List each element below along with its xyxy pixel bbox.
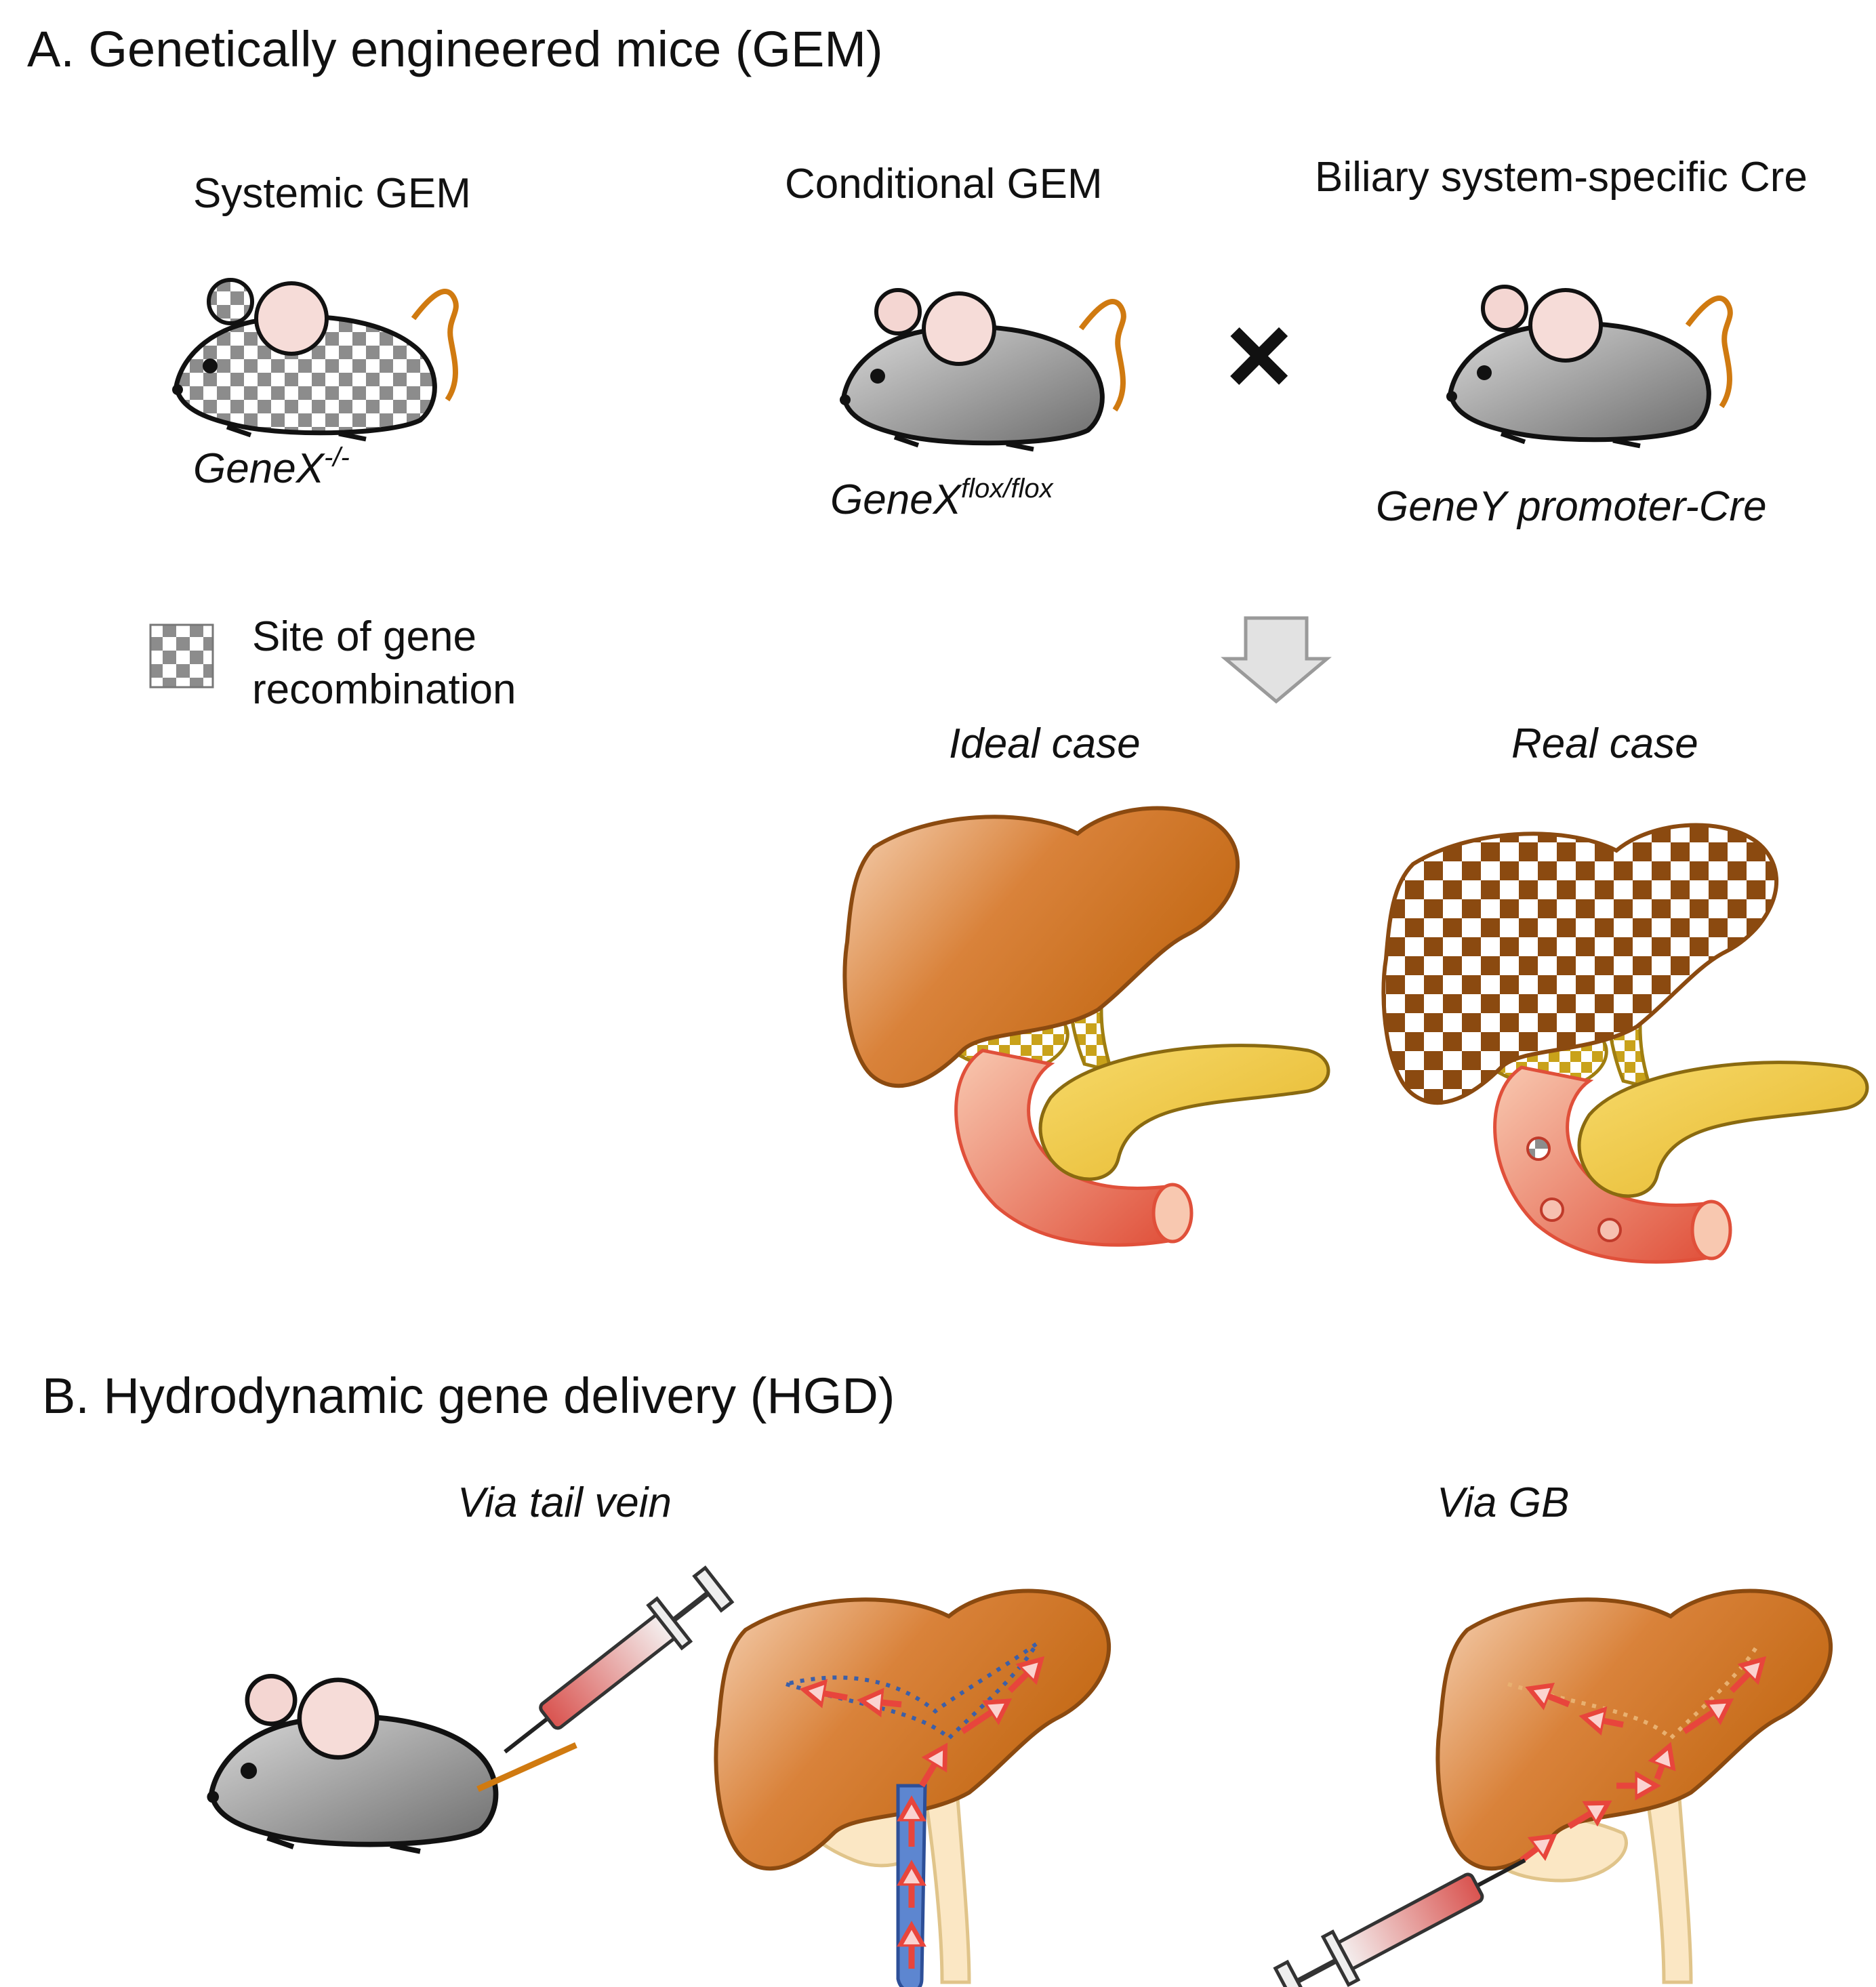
down-arrow-icon bbox=[1221, 616, 1332, 704]
conditional-genotype-sup: flox/flox bbox=[961, 474, 1055, 504]
real-duodenum-spot-3 bbox=[1597, 1218, 1622, 1242]
biliary-cre-label: Biliary system-specific Cre bbox=[1315, 154, 1808, 201]
real-duodenum-end bbox=[1690, 1200, 1732, 1261]
legend-line-2: recombination bbox=[252, 666, 516, 713]
real-case-organs bbox=[1383, 825, 1869, 1264]
gb-label: Via GB bbox=[1437, 1479, 1569, 1526]
gb-liver bbox=[1437, 1591, 1831, 1984]
conditional-gem-mouse bbox=[840, 290, 1124, 449]
cross-symbol: × bbox=[1225, 291, 1292, 419]
tail-vein-liver bbox=[716, 1591, 1109, 1987]
section-b-title: B. Hydrodynamic gene delivery (HGD) bbox=[42, 1368, 895, 1424]
cre-genotype: GeneY promoter-Cre bbox=[1376, 483, 1767, 530]
gb-liver-shape bbox=[1437, 1591, 1831, 1869]
checker-legend-swatch bbox=[149, 623, 214, 689]
systemic-genotype-sup: -/- bbox=[324, 443, 350, 472]
real-case-label: Real case bbox=[1511, 720, 1698, 767]
conditional-genotype-text: GeneX bbox=[830, 476, 963, 523]
conditional-gem-label: Conditional GEM bbox=[785, 161, 1103, 207]
tail-vein-bile-duct bbox=[920, 1770, 971, 1984]
ideal-pancreas bbox=[1038, 1044, 1330, 1181]
syringe-icon-gb bbox=[1273, 1858, 1526, 1987]
hepatic-vein-dotted bbox=[778, 1641, 1039, 1742]
legend-line-1: Site of gene bbox=[252, 613, 476, 660]
tail-vein-label: Via tail vein bbox=[457, 1479, 672, 1526]
systemic-genotype-text: GeneX bbox=[193, 445, 326, 492]
systemic-gem-mouse bbox=[172, 280, 456, 439]
hgd-mouse bbox=[207, 1674, 499, 1854]
ideal-duodenum-end bbox=[1151, 1183, 1194, 1244]
syringe-icon-tail-vein bbox=[504, 1565, 735, 1754]
ideal-duodenum bbox=[954, 1048, 1175, 1247]
mouse-tail bbox=[476, 1742, 577, 1793]
real-pancreas bbox=[1577, 1061, 1869, 1198]
ideal-case-organs bbox=[844, 808, 1330, 1247]
systemic-gem-label: Systemic GEM bbox=[193, 170, 471, 217]
conditional-genotype: GeneXflox/flox bbox=[830, 474, 1055, 523]
systemic-genotype: GeneX-/- bbox=[193, 443, 350, 492]
section-a-title: A. Genetically engineered mice (GEM) bbox=[27, 21, 883, 77]
gb-bile-duct bbox=[1642, 1770, 1693, 1984]
ideal-case-label: Ideal case bbox=[949, 720, 1141, 767]
real-duodenum-spot-1 bbox=[1526, 1136, 1551, 1161]
real-duodenum-spot-2 bbox=[1540, 1197, 1564, 1222]
cre-mouse bbox=[1446, 287, 1730, 446]
